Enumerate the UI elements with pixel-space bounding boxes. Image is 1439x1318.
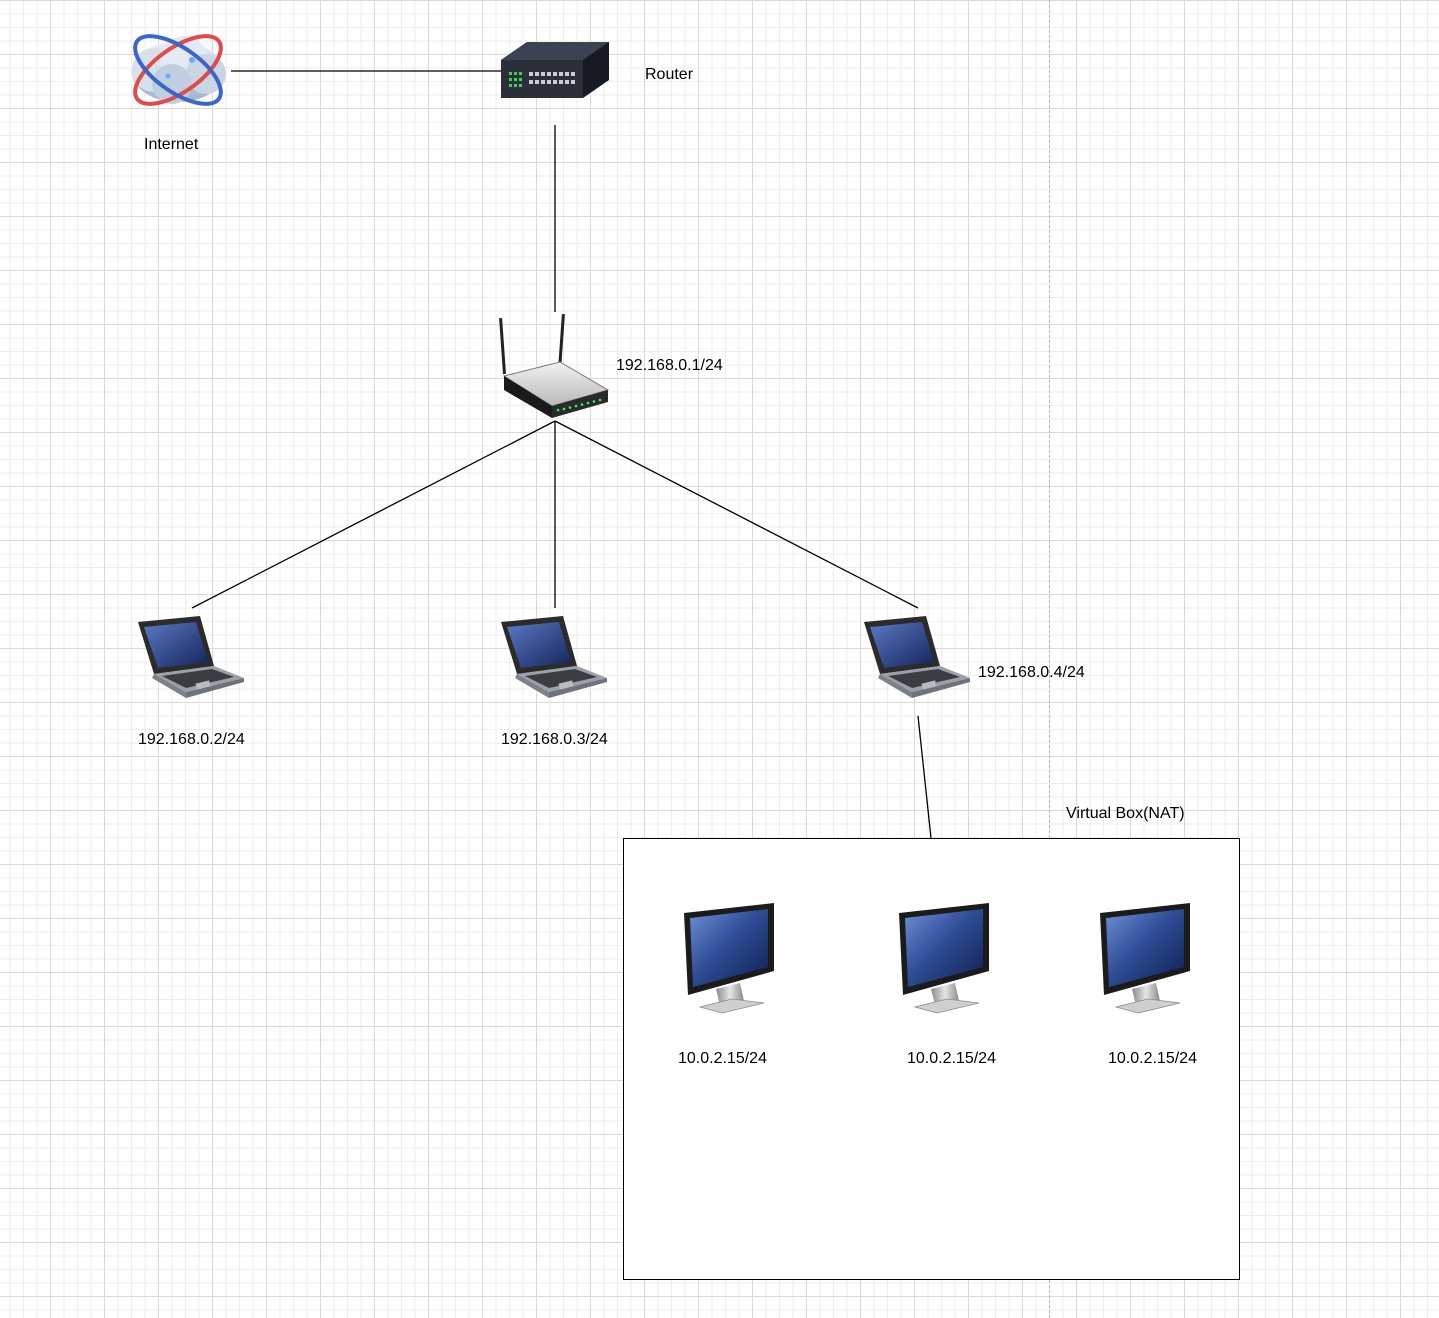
monitor-icon[interactable] bbox=[1100, 903, 1190, 1014]
connections bbox=[191, 70, 932, 839]
wifi-router-ip-label: 192.168.0.1/24 bbox=[616, 357, 723, 374]
wireless-router-icon[interactable] bbox=[499, 313, 610, 418]
monitor-icon[interactable] bbox=[684, 903, 774, 1014]
laptop-3-ip-label: 192.168.0.4/24 bbox=[978, 664, 1085, 681]
virtualbox-nat-label: Virtual Box(NAT) bbox=[1066, 805, 1185, 822]
vm-3-ip-label: 10.0.2.15/24 bbox=[1108, 1050, 1197, 1067]
edge-laptop-3-vmbox bbox=[917, 715, 932, 839]
vm-2-ip-label: 10.0.2.15/24 bbox=[907, 1050, 996, 1067]
network-switch-icon[interactable] bbox=[501, 42, 609, 98]
cloud-globe-icon[interactable] bbox=[124, 23, 231, 116]
monitor-icon[interactable] bbox=[899, 903, 989, 1014]
vm-1-ip-label: 10.0.2.15/24 bbox=[678, 1050, 767, 1067]
edge-wifi-laptop-3 bbox=[554, 420, 919, 609]
internet-label: Internet bbox=[144, 136, 199, 153]
laptop-icon[interactable] bbox=[138, 616, 244, 698]
laptop-2-ip-label: 192.168.0.3/24 bbox=[501, 731, 608, 748]
laptop-icon[interactable] bbox=[501, 616, 607, 698]
router-label: Router bbox=[645, 66, 694, 83]
laptop-1-ip-label: 192.168.0.2/24 bbox=[138, 731, 245, 748]
laptop-icon[interactable] bbox=[864, 616, 970, 698]
page-divider bbox=[1049, 0, 1050, 1318]
edge-wifi-laptop-1 bbox=[191, 420, 556, 609]
